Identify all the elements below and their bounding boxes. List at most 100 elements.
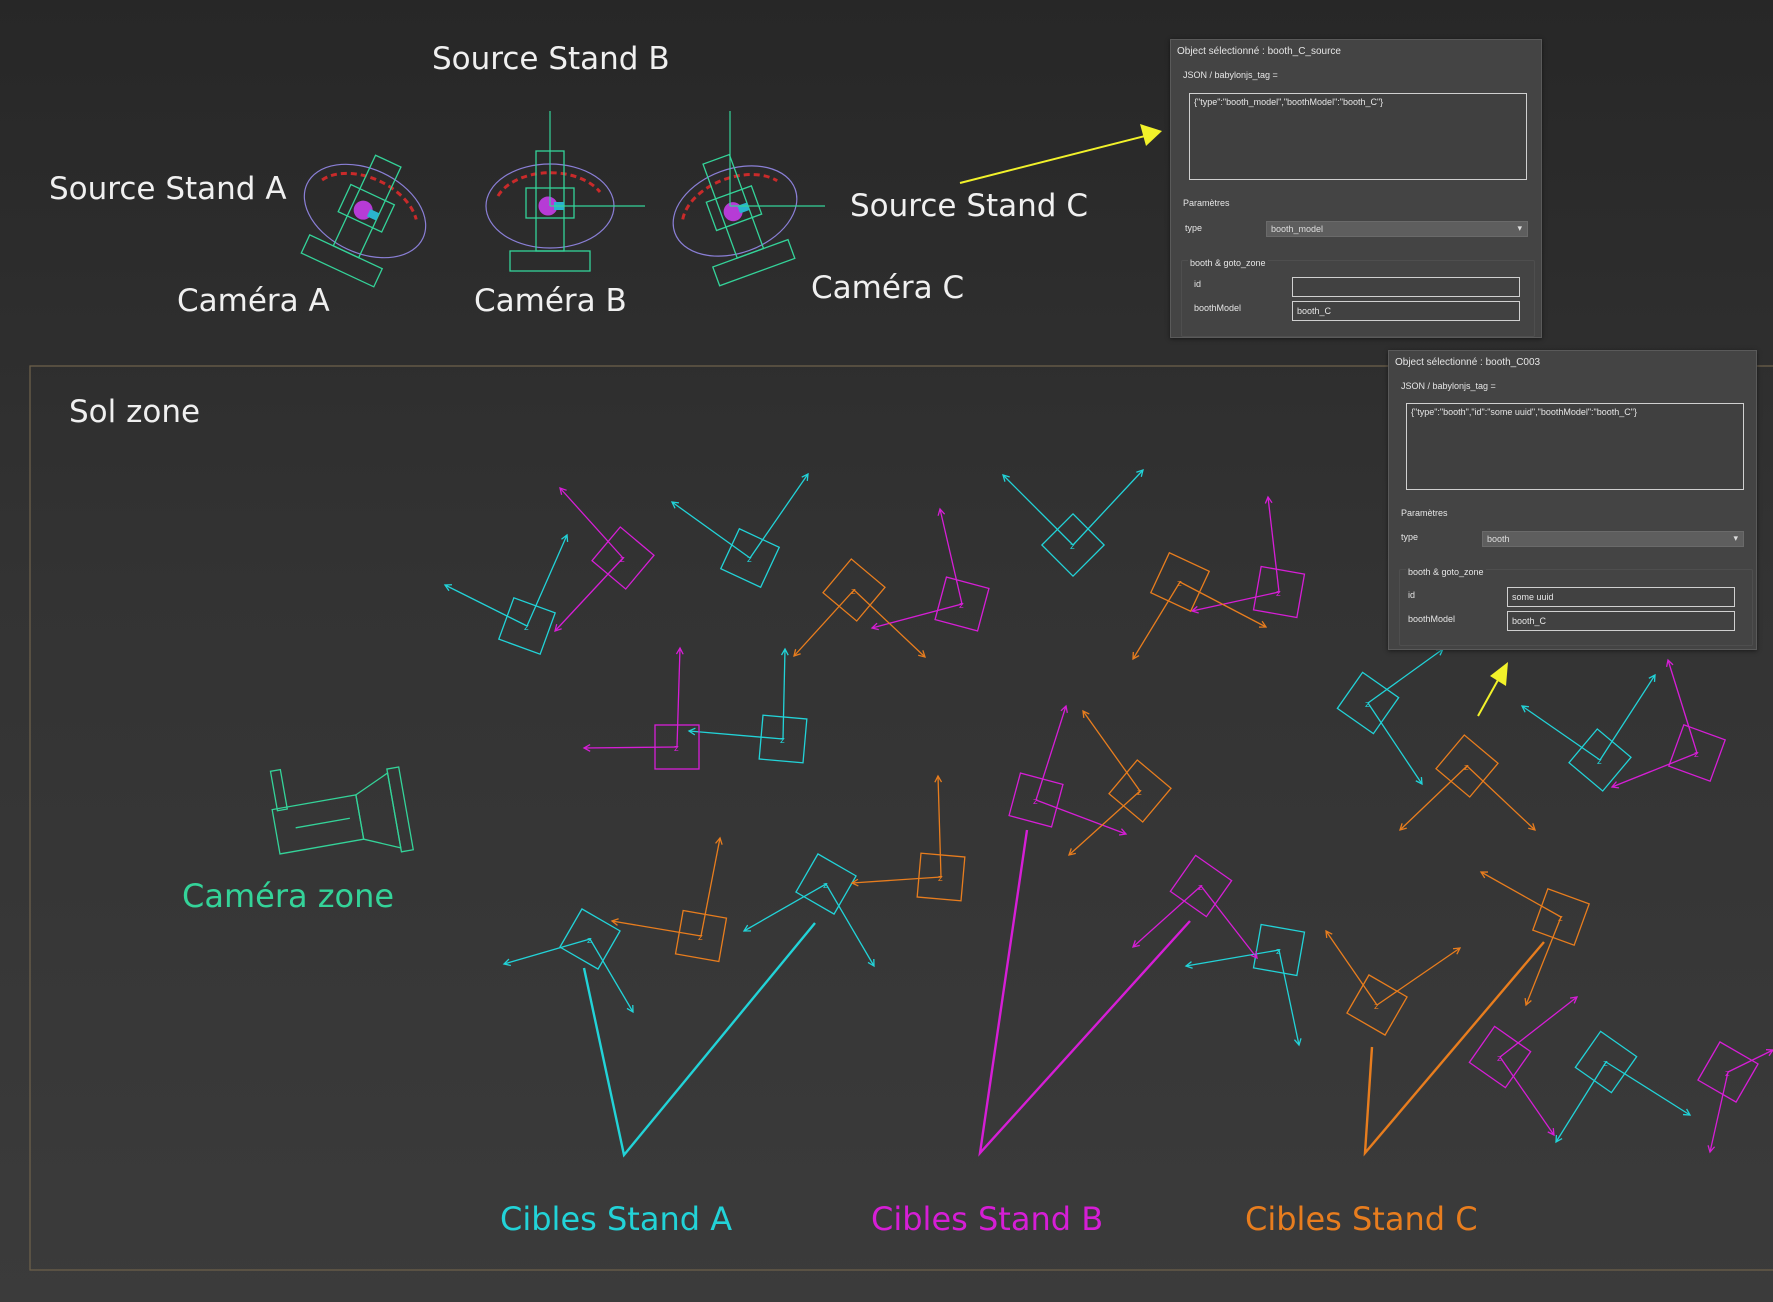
label-camera-b: Caméra B xyxy=(474,283,627,319)
label-cibles-stand-b: Cibles Stand B xyxy=(871,1200,1103,1238)
params-label: Paramètres xyxy=(1401,508,1448,518)
booth-goto-zone-group: booth & goto_zone id boothModel booth_C xyxy=(1181,258,1535,337)
id-label: id xyxy=(1194,279,1202,289)
camera-zone-model xyxy=(269,766,415,855)
source-stand-a-model xyxy=(300,154,427,288)
target-marker: z xyxy=(1190,495,1306,619)
svg-text:z: z xyxy=(1276,947,1281,957)
svg-text:z: z xyxy=(959,601,964,611)
json-tag-label: JSON / babylonjs_tag = xyxy=(1401,381,1496,391)
yellow-arrow-source-to-panel xyxy=(959,124,1162,184)
label-camera-c: Caméra C xyxy=(811,270,964,306)
svg-text:z: z xyxy=(1177,579,1182,589)
svg-text:z: z xyxy=(1694,750,1699,760)
label-camera-a: Caméra A xyxy=(177,283,330,319)
svg-text:z: z xyxy=(851,587,856,597)
target-marker: z xyxy=(793,558,926,658)
boothmodel-field[interactable]: booth_C xyxy=(1507,611,1735,631)
transform-gizmo-c xyxy=(729,111,825,207)
target-marker: z xyxy=(850,774,966,902)
booth-goto-zone-group: booth & goto_zone id some uuid boothMode… xyxy=(1399,567,1753,646)
target-marker: z xyxy=(1336,648,1445,786)
group-label: booth & goto_zone xyxy=(1188,258,1268,268)
target-marker: z xyxy=(1067,709,1172,856)
svg-text:z: z xyxy=(524,623,529,633)
boothmodel-field[interactable]: booth_C xyxy=(1292,301,1520,321)
svg-text:z: z xyxy=(823,881,828,891)
label-source-stand-c: Source Stand C xyxy=(850,188,1088,224)
target-marker: z xyxy=(1399,734,1536,831)
sol-zone-frame xyxy=(29,365,1773,1271)
target-marker: z xyxy=(1520,673,1656,792)
svg-text:z: z xyxy=(1137,788,1142,798)
svg-text:z: z xyxy=(1276,589,1281,599)
target-marker: z xyxy=(582,646,700,770)
target-marker: z xyxy=(610,836,728,963)
target-marker: z xyxy=(554,486,655,632)
svg-text:z: z xyxy=(1558,914,1563,924)
target-marker: z xyxy=(1184,923,1306,1047)
pointer-cibles-stand-b xyxy=(978,829,1191,1157)
svg-text:z: z xyxy=(938,874,943,884)
json-tag-textarea[interactable]: {"type":"booth","id":"some uuid","boothM… xyxy=(1406,403,1744,490)
svg-text:z: z xyxy=(1603,1059,1608,1069)
svg-text:z: z xyxy=(620,555,625,565)
svg-text:z: z xyxy=(1374,1002,1379,1012)
chevron-down-icon: ▾ xyxy=(1517,223,1522,233)
svg-text:z: z xyxy=(1464,763,1469,773)
label-source-stand-a: Source Stand A xyxy=(49,171,287,207)
group-label: booth & goto_zone xyxy=(1406,567,1486,577)
target-marker: z xyxy=(870,507,990,632)
target-marker: z xyxy=(1002,469,1144,578)
transform-gizmo-b xyxy=(549,111,645,207)
id-field[interactable]: some uuid xyxy=(1507,587,1735,607)
svg-text:z: z xyxy=(1365,700,1370,710)
pointer-cibles-stand-a xyxy=(582,922,816,1158)
target-marker: z xyxy=(1479,871,1591,1007)
id-label: id xyxy=(1408,590,1416,600)
label-cibles-stand-c: Cibles Stand C xyxy=(1245,1200,1478,1238)
label-cibles-stand-a: Cibles Stand A xyxy=(500,1200,732,1238)
boothmodel-label: boothModel xyxy=(1194,303,1242,313)
params-label: Paramètres xyxy=(1183,198,1230,208)
svg-text:z: z xyxy=(747,555,752,565)
type-dropdown-value: booth_model xyxy=(1271,224,1324,234)
source-stand-c-model xyxy=(672,153,798,287)
svg-text:z: z xyxy=(698,933,703,943)
yellow-arrow-target-to-panel xyxy=(1477,662,1508,717)
target-marker: z xyxy=(687,647,808,764)
target-marker: z xyxy=(1008,704,1128,836)
label-camera-zone: Caméra zone xyxy=(182,877,394,915)
type-dropdown[interactable]: booth ▾ xyxy=(1482,531,1744,547)
target-marker: z xyxy=(1131,854,1258,960)
json-tag-textarea[interactable]: {"type":"booth_model","boothModel":"boot… xyxy=(1189,93,1527,180)
boothmodel-label: boothModel xyxy=(1408,614,1456,624)
object-panel-booth-c003: Object sélectionné : booth_C003 JSON / b… xyxy=(1388,350,1757,650)
svg-text:z: z xyxy=(1033,797,1038,807)
object-panel-booth-c-source: Object sélectionné : booth_C_source JSON… xyxy=(1170,39,1542,338)
svg-text:z: z xyxy=(1497,1054,1502,1064)
svg-text:z: z xyxy=(1725,1069,1730,1079)
label-source-stand-b: Source Stand B xyxy=(432,41,670,77)
label-sol-zone: Sol zone xyxy=(69,394,200,430)
target-marker: z xyxy=(1132,551,1268,661)
target-marker: z xyxy=(742,853,875,968)
type-label: type xyxy=(1185,223,1203,233)
svg-text:z: z xyxy=(1198,883,1203,893)
type-dropdown[interactable]: booth_model ▾ xyxy=(1266,221,1528,237)
type-label: type xyxy=(1401,532,1419,542)
target-marker: z xyxy=(502,908,634,1014)
chevron-down-icon: ▾ xyxy=(1733,533,1738,543)
svg-text:z: z xyxy=(1070,542,1075,552)
target-marker: z xyxy=(1555,1030,1692,1144)
target-marker: z xyxy=(1610,658,1727,789)
target-marker: z xyxy=(443,533,569,656)
id-field[interactable] xyxy=(1292,277,1520,297)
target-marker: z xyxy=(670,472,809,589)
svg-text:z: z xyxy=(1597,757,1602,767)
pointer-cibles-stand-c xyxy=(1363,941,1545,1157)
target-marker: z xyxy=(1697,1041,1773,1154)
target-marker: z xyxy=(1325,929,1462,1036)
panel-title: Object sélectionné : booth_C_source xyxy=(1177,46,1341,57)
